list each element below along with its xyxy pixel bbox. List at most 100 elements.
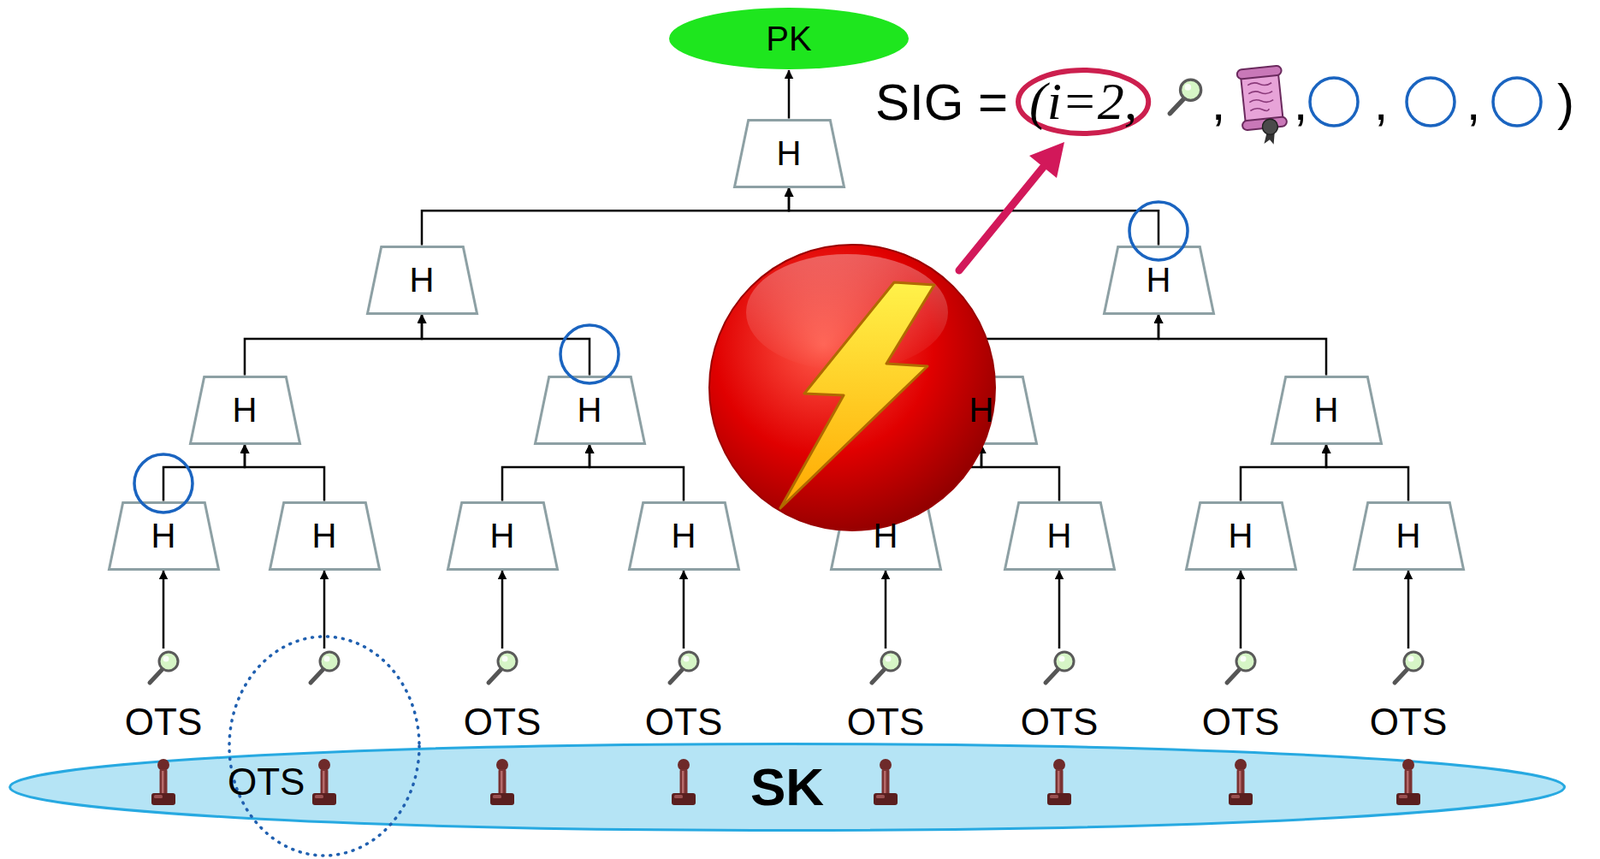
seal-ribbon [1262,130,1277,146]
node-label: H [409,260,435,300]
scroll-body [1240,71,1284,125]
tree-connector [1326,444,1409,502]
scroll-roll [1236,65,1282,79]
key-icons [149,651,1423,683]
fault-badge [709,244,996,531]
fault-arrow-head [1029,142,1065,178]
hash-box: H [1102,245,1215,315]
stamp-icon [490,758,515,806]
auth-path-circle [560,325,619,384]
closing-paren: ) [1557,72,1575,132]
node-label: H [490,515,516,556]
node-label: SK [750,756,824,818]
index-highlight-group [1018,70,1149,134]
tree-connector [421,188,789,246]
scroll-roll [1242,116,1288,131]
node-label: PK [765,18,812,59]
node-label: H [1146,260,1172,300]
node-label: H [151,515,177,556]
hash-trapezoid-shape [1271,376,1381,444]
key-arrow [501,570,504,649]
ots-label: OTS [847,700,925,745]
tree-connector [788,70,791,119]
stamp-icon [1396,758,1421,806]
label-slot: (i=2, [1029,71,1138,132]
node-label: H [776,133,802,173]
public-key-ellipse: PK [668,6,910,71]
index-highlight-ellipse [1018,70,1149,134]
hash-trapezoid-shape [367,246,477,314]
hash-box: H [1003,501,1116,571]
stamp-icon [151,758,176,806]
node-label: H [1396,515,1422,556]
label-slot: OTS [1020,700,1098,745]
label-slot: , [1466,72,1482,132]
node-label: H [1228,515,1254,556]
label-slot: OTS [1202,700,1280,745]
label-slot: , [1374,72,1389,132]
hash-trapezoid-shape [534,376,645,444]
auth-path-circles [134,201,1188,513]
label-slot: OTS [463,700,541,745]
signature-key-icon [1169,79,1201,114]
node-label: H [1047,515,1073,556]
hash-box: H [1185,501,1298,571]
key-arrow [162,570,166,649]
scroll-lines [1247,81,1275,113]
hash-box: H [189,375,302,445]
leaf-index: (i=2, [1029,71,1138,132]
hash-box: H [446,501,559,571]
lightning-bolt [780,282,935,509]
ots-label: OTS [1369,700,1447,745]
tree-connector [421,314,590,376]
hash-box: H [366,245,479,315]
signature-label: SIG = [875,72,1008,132]
hash-box: H [925,375,1038,445]
tree-connector [1158,314,1327,376]
ots-label: OTS [645,700,723,745]
stamp-icon [1228,758,1253,806]
stamp-icon [873,758,898,806]
tree-connector [788,188,1159,246]
hash-trapezoid-shape [830,502,941,569]
hash-trapezoid-shape [189,376,300,444]
key-icon [669,651,699,683]
ots-label: OTS [124,700,202,745]
ots-label: OTS [463,700,541,745]
fault-gloss [746,254,949,371]
key-icon [488,651,517,683]
label-slot: OTS [124,700,202,745]
label-slot: OTS [1369,700,1447,745]
hash-trapezoid-shape [447,502,558,569]
node-label: H [232,390,258,430]
hash-box: H [1352,501,1465,571]
hash-trapezoid-shape [1353,502,1464,569]
node-label: H [1314,390,1340,430]
hash-trapezoid-shape [926,376,1037,444]
hash-box: H [533,375,646,445]
tree-connector [163,444,245,502]
key-arrow [1407,570,1411,649]
hash-trapezoid-shape [1185,502,1296,569]
fault-circle [709,244,996,531]
key-icon [1045,651,1074,683]
tree-connector [885,444,982,502]
hash-trapezoid-shape [734,119,844,187]
stamp-icon [1047,758,1072,806]
hash-box: H [829,501,943,571]
label-slot: SIG = [875,72,1008,132]
stamp-icons [151,758,1421,806]
fault-arrow [959,142,1065,271]
label-slot: , [1211,72,1227,132]
hash-trapezoid-shape [1103,246,1214,314]
fault-arrow-shaft [959,164,1046,271]
seal [1262,118,1280,136]
key-icon [310,651,339,683]
label-slot: ) [1557,72,1575,132]
signature-scroll-icon [1236,65,1289,148]
stamp-icon [312,758,337,806]
signature-path-circle [1309,77,1358,126]
